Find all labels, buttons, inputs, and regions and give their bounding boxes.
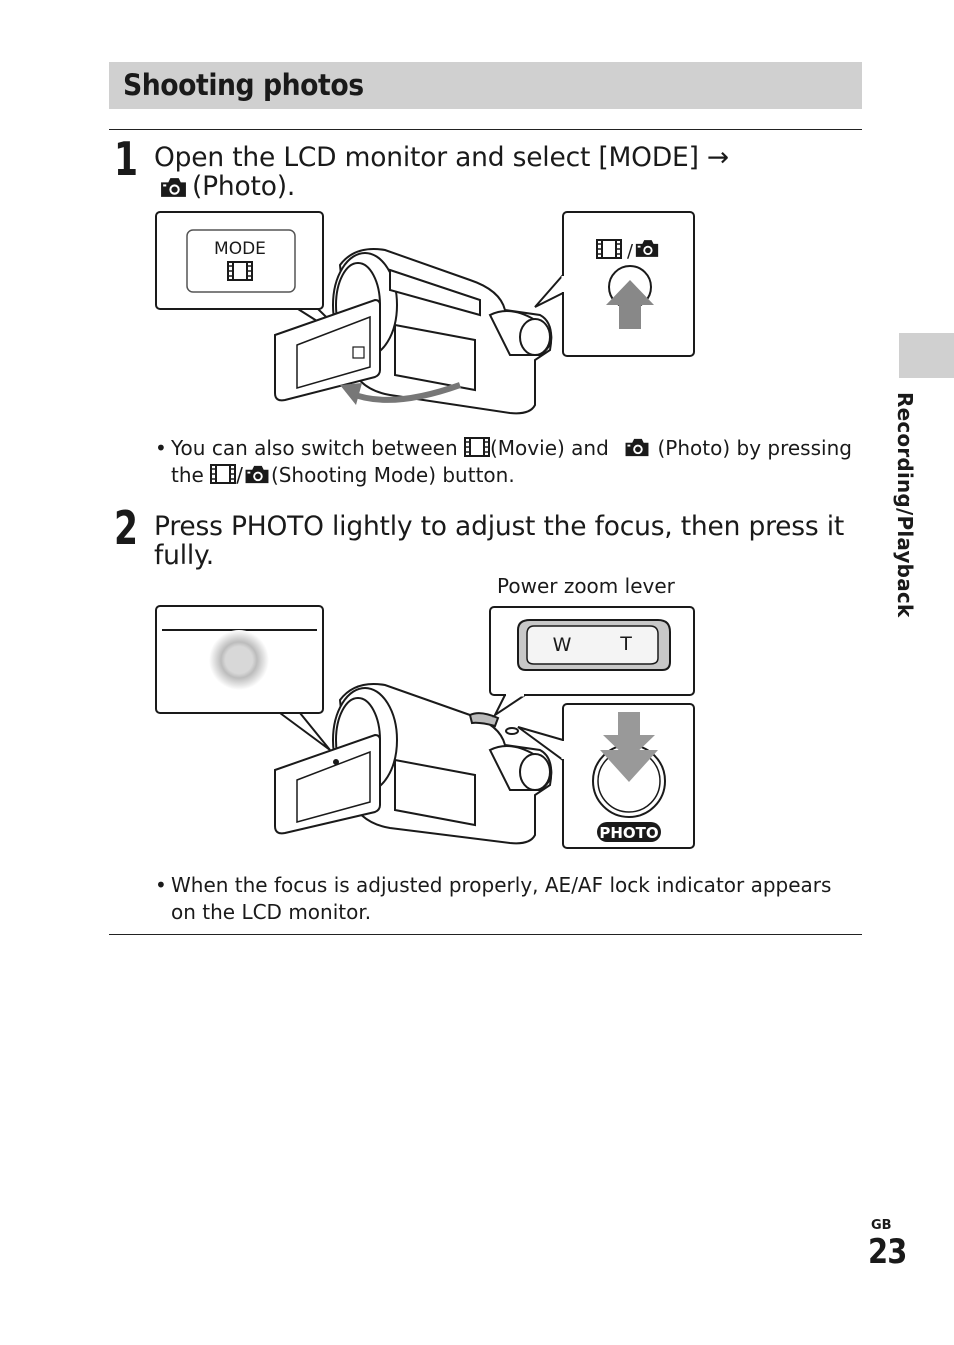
step-1-note: • You can also switch between (Movie) an… xyxy=(155,435,871,489)
step-2-note: • When the focus is adjusted properly, A… xyxy=(155,872,851,926)
note-part4: the xyxy=(171,463,204,487)
step-2-note-text: When the focus is adjusted properly, AE/… xyxy=(171,873,832,924)
side-tab-label: Recording/Playback xyxy=(893,392,917,618)
divider-top xyxy=(109,129,862,130)
note-part3: (Photo) by pressing xyxy=(657,436,852,460)
bullet-dot: • xyxy=(155,436,167,460)
svg-text:/: / xyxy=(627,241,634,262)
step-1-text-line2: (Photo). xyxy=(192,171,296,202)
page-number: 23 xyxy=(868,1232,907,1272)
movie-icon xyxy=(210,463,236,485)
note-part6: (Shooting Mode) button. xyxy=(270,463,515,487)
divider-bottom xyxy=(109,934,862,935)
camera-icon xyxy=(243,464,271,485)
step-1-number: 1 xyxy=(114,132,139,186)
press-arrow-icon xyxy=(603,712,655,760)
side-tab xyxy=(899,333,954,378)
step-2-number: 2 xyxy=(114,501,139,555)
bullet-dot: • xyxy=(155,873,167,897)
step-1-text: Open the LCD monitor and select [MODE] →… xyxy=(154,143,864,201)
movie-icon xyxy=(464,436,490,458)
section-title-bar xyxy=(109,62,862,109)
mode-label: MODE xyxy=(214,239,266,259)
step-1-text-line1: Open the LCD monitor and select [MODE] → xyxy=(154,142,729,173)
lcd-monitor xyxy=(274,298,381,402)
zoom-w-label: W xyxy=(553,634,572,656)
zoom-t-label: T xyxy=(619,633,632,655)
region-code: GB xyxy=(871,1218,892,1233)
ae-af-lock-indicator xyxy=(209,630,269,690)
lcd-monitor xyxy=(274,733,381,835)
push-arrow-icon xyxy=(606,280,654,329)
zoom-lever-caption: Power zoom lever xyxy=(497,574,675,598)
section-title: Shooting photos xyxy=(123,68,364,102)
step-2-text: Press PHOTO lightly to adjust the focus,… xyxy=(154,511,845,571)
camera-icon xyxy=(159,176,188,199)
note-part1: You can also switch between xyxy=(171,436,458,460)
note-part5: / xyxy=(236,463,243,487)
note-part2: (Movie) and xyxy=(490,436,609,460)
figure-mode-select: MODE / xyxy=(155,211,695,415)
camera-icon xyxy=(623,437,651,458)
photo-button-label: PHOTO xyxy=(599,824,658,842)
figure-photo-press: W T PHOTO xyxy=(155,605,695,849)
